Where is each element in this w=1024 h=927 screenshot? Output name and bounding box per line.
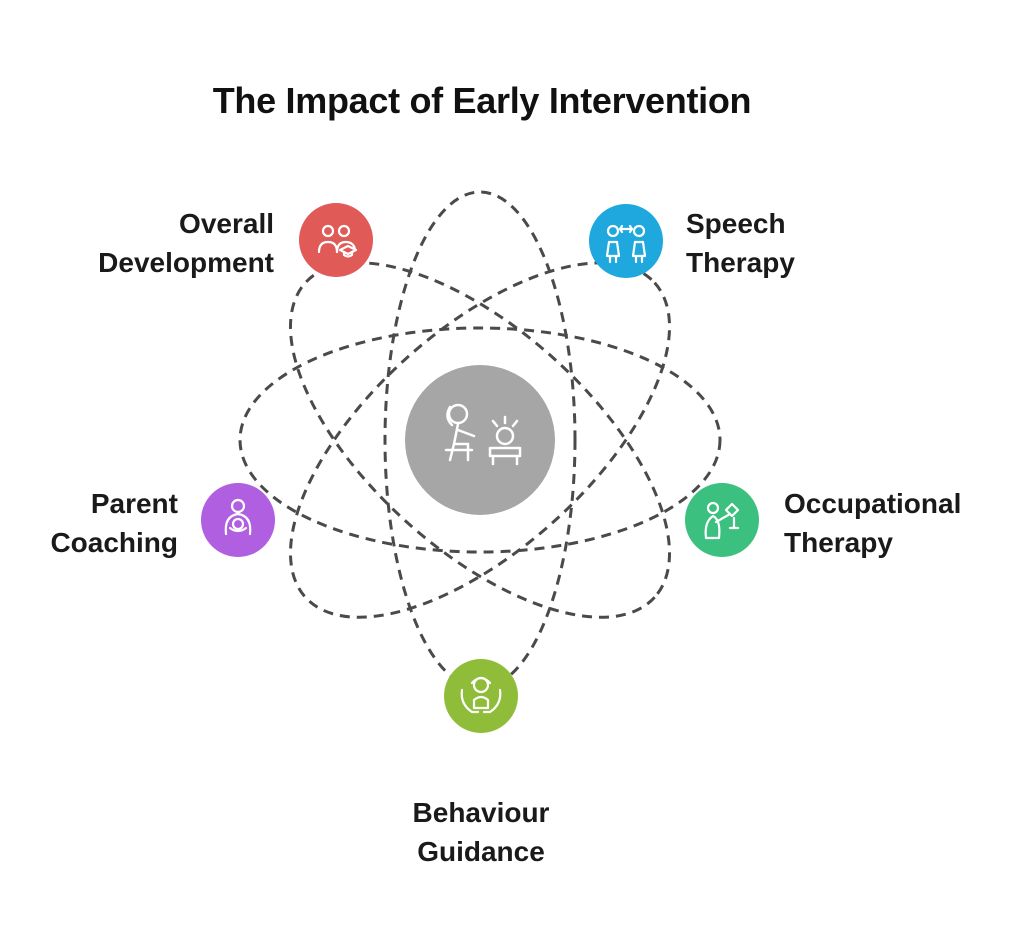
orbit-diagonal-a [288, 261, 672, 619]
orbit-horizontal [238, 326, 722, 554]
node-speech-therapy [589, 204, 663, 278]
label-overall-development: Overall Development [98, 208, 274, 278]
two-people-talking-icon [605, 224, 647, 264]
page-title: The Impact of Early Intervention [212, 80, 752, 121]
label-behaviour-guidance: Behaviour Guidance [412, 797, 550, 867]
therapist-with-child-icon [444, 403, 522, 466]
node-behaviour-guidance [444, 659, 518, 733]
node-occupational-therapy [685, 483, 759, 557]
label-parent-coaching: Parent Coaching [50, 488, 178, 558]
node-parent-coaching [201, 483, 275, 557]
node-overall-development [299, 203, 373, 277]
label-speech-therapy: Speech Therapy [686, 208, 795, 278]
person-with-task-icon [704, 501, 740, 540]
hands-holding-child-icon [460, 676, 502, 714]
family-graduation-icon [317, 224, 358, 258]
orbit-vertical [383, 190, 577, 690]
center-node [405, 365, 555, 515]
parent-holding-child-icon [224, 498, 252, 536]
label-occupational-therapy: Occupational Therapy [784, 488, 962, 558]
